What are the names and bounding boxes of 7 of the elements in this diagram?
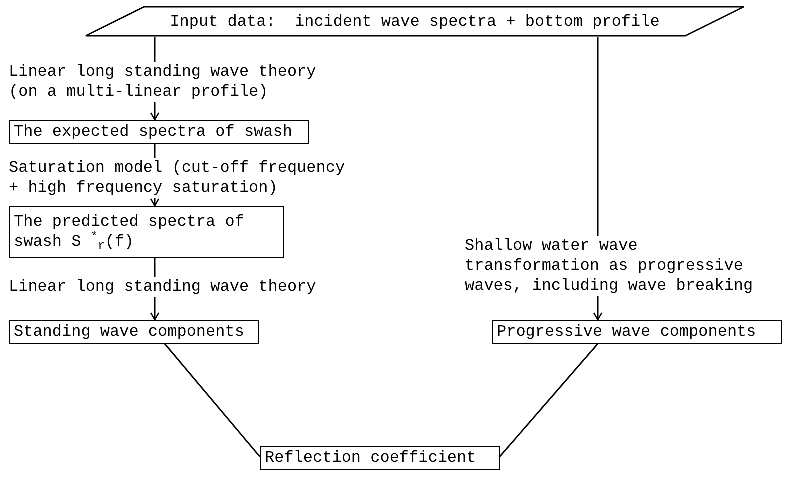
process-box: The predicted spectra of swash S $^{*}$$_{r}$(f)	[9, 206, 284, 258]
edge-label: Linear long standing wave theory	[9, 277, 316, 297]
process-box: Progressive wave components	[492, 320, 782, 344]
input-parallelogram: Input data: incident wave spectra + bottom profile	[85, 6, 745, 37]
process-box: The expected spectra of swash	[9, 120, 309, 144]
process-box: Standing wave components	[9, 320, 259, 344]
process-box: Reflection coefficient	[260, 446, 500, 470]
